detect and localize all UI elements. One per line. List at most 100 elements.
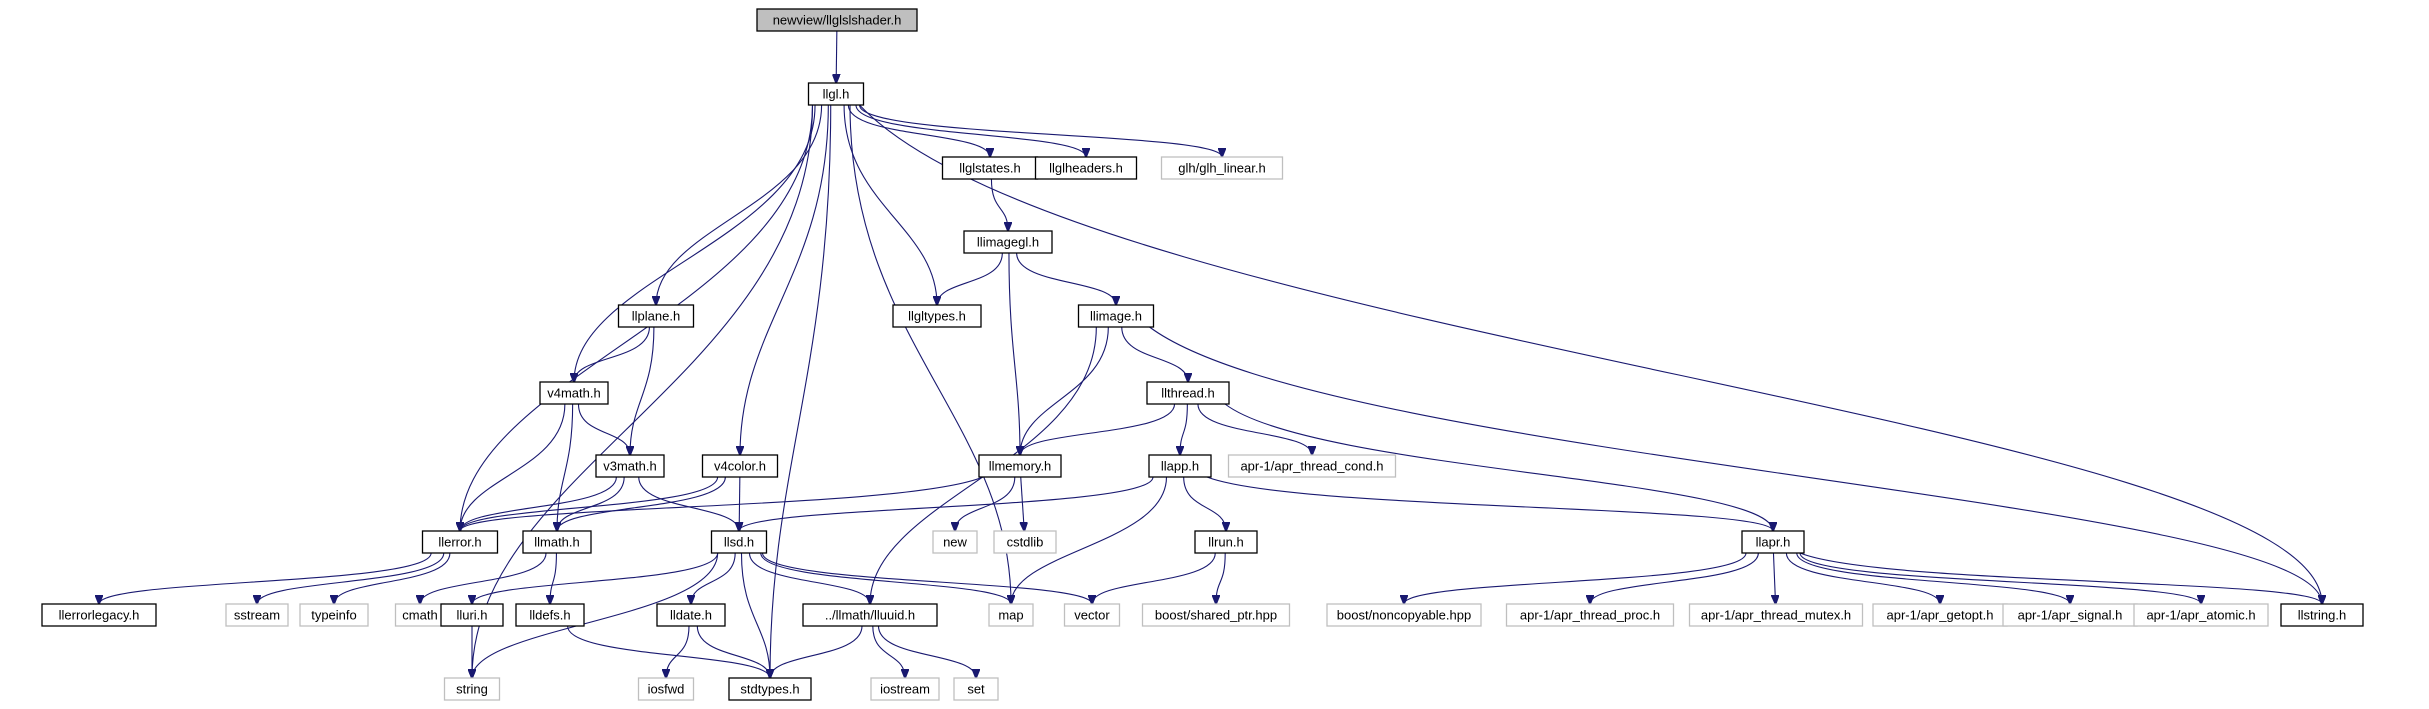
node-sharedptr[interactable]: boost/shared_ptr.hpp bbox=[1141, 603, 1291, 627]
node-box[interactable] bbox=[953, 677, 999, 701]
node-box[interactable] bbox=[515, 603, 585, 627]
node-vector[interactable]: vector bbox=[1063, 603, 1121, 627]
node-box[interactable] bbox=[1326, 603, 1482, 627]
node-box[interactable] bbox=[2133, 603, 2269, 627]
node-box[interactable] bbox=[637, 677, 695, 701]
node-box[interactable] bbox=[539, 381, 609, 405]
node-box[interactable] bbox=[802, 603, 938, 627]
node-box[interactable] bbox=[299, 603, 369, 627]
node-noncopyable[interactable]: boost/noncopyable.hpp bbox=[1326, 603, 1482, 627]
node-llapp[interactable]: llapp.h bbox=[1148, 454, 1212, 478]
node-box[interactable] bbox=[932, 530, 978, 554]
node-v4math[interactable]: v4math.h bbox=[539, 381, 609, 405]
node-box[interactable] bbox=[1146, 381, 1230, 405]
node-aprproc[interactable]: apr-1/apr_thread_proc.h bbox=[1505, 603, 1675, 627]
node-llimagegl[interactable]: llimagegl.h bbox=[963, 230, 1053, 254]
node-label: string bbox=[456, 682, 488, 697]
node-box[interactable] bbox=[617, 304, 695, 328]
node-label: lldate.h bbox=[670, 608, 712, 623]
node-llimage[interactable]: llimage.h bbox=[1077, 304, 1155, 328]
node-v3math[interactable]: v3math.h bbox=[595, 454, 665, 478]
node-llgltypes[interactable]: llgltypes.h bbox=[892, 304, 982, 328]
node-box[interactable] bbox=[993, 530, 1057, 554]
node-label: cstdlib bbox=[1007, 535, 1044, 550]
node-box[interactable] bbox=[421, 530, 499, 554]
node-typeinfo[interactable]: typeinfo bbox=[299, 603, 369, 627]
node-set[interactable]: set bbox=[953, 677, 999, 701]
node-label: map bbox=[998, 608, 1023, 623]
node-box[interactable] bbox=[440, 603, 504, 627]
node-box[interactable] bbox=[963, 230, 1053, 254]
node-box[interactable] bbox=[807, 82, 865, 106]
node-new[interactable]: new bbox=[932, 530, 978, 554]
node-string[interactable]: string bbox=[443, 677, 501, 701]
edge-llerror-to-typeinfo bbox=[334, 552, 451, 604]
node-box[interactable] bbox=[2280, 603, 2364, 627]
node-aprsignal[interactable]: apr-1/apr_signal.h bbox=[2002, 603, 2138, 627]
node-box[interactable] bbox=[595, 454, 665, 478]
node-box[interactable] bbox=[870, 677, 940, 701]
node-box[interactable] bbox=[1063, 603, 1121, 627]
node-llgl[interactable]: llgl.h bbox=[807, 82, 865, 106]
node-root[interactable]: newview/llglslshader.h bbox=[756, 8, 918, 32]
node-box[interactable] bbox=[988, 603, 1034, 627]
edge-lldate-to-iosfwd bbox=[666, 625, 690, 678]
node-llplane[interactable]: llplane.h bbox=[617, 304, 695, 328]
node-lldate[interactable]: lldate.h bbox=[656, 603, 726, 627]
node-llapr[interactable]: llapr.h bbox=[1741, 530, 1805, 554]
node-llmath[interactable]: llmath.h bbox=[522, 530, 592, 554]
node-lluri[interactable]: lluri.h bbox=[440, 603, 504, 627]
node-box[interactable] bbox=[656, 603, 726, 627]
node-llglstates[interactable]: llglstates.h bbox=[941, 156, 1039, 180]
node-box[interactable] bbox=[1227, 454, 1397, 478]
node-llerrorlegacy[interactable]: llerrorlegacy.h bbox=[41, 603, 157, 627]
node-llglheaders[interactable]: llglheaders.h bbox=[1034, 156, 1138, 180]
node-box[interactable] bbox=[978, 454, 1062, 478]
node-cstdlib[interactable]: cstdlib bbox=[993, 530, 1057, 554]
node-aprcond[interactable]: apr-1/apr_thread_cond.h bbox=[1227, 454, 1397, 478]
node-box[interactable] bbox=[1077, 304, 1155, 328]
node-aprgetopt[interactable]: apr-1/apr_getopt.h bbox=[1872, 603, 2008, 627]
node-aprmutex[interactable]: apr-1/apr_thread_mutex.h bbox=[1688, 603, 1864, 627]
node-box[interactable] bbox=[892, 304, 982, 328]
node-box[interactable] bbox=[701, 454, 779, 478]
node-llthread[interactable]: llthread.h bbox=[1146, 381, 1230, 405]
node-llmemory[interactable]: llmemory.h bbox=[978, 454, 1062, 478]
node-label: apr-1/apr_atomic.h bbox=[2146, 608, 2255, 623]
node-v4color[interactable]: v4color.h bbox=[701, 454, 779, 478]
node-box[interactable] bbox=[1194, 530, 1258, 554]
node-map[interactable]: map bbox=[988, 603, 1034, 627]
node-box[interactable] bbox=[1034, 156, 1138, 180]
node-sstream[interactable]: sstream bbox=[225, 603, 289, 627]
node-stdtypes[interactable]: stdtypes.h bbox=[728, 677, 812, 701]
node-cmath[interactable]: cmath bbox=[394, 603, 446, 627]
node-label: glh/glh_linear.h bbox=[1178, 161, 1265, 176]
node-llsd[interactable]: llsd.h bbox=[710, 530, 768, 554]
node-box[interactable] bbox=[41, 603, 157, 627]
node-box[interactable] bbox=[1688, 603, 1864, 627]
edge-lldate-to-stdtypes bbox=[696, 625, 770, 678]
node-box[interactable] bbox=[1148, 454, 1212, 478]
node-box[interactable] bbox=[1160, 156, 1284, 180]
node-iosfwd[interactable]: iosfwd bbox=[637, 677, 695, 701]
node-lluuid[interactable]: ../llmath/lluuid.h bbox=[802, 603, 938, 627]
node-iostream[interactable]: iostream bbox=[870, 677, 940, 701]
node-box[interactable] bbox=[710, 530, 768, 554]
node-llerror[interactable]: llerror.h bbox=[421, 530, 499, 554]
edge-llimagegl-to-llimage bbox=[1016, 252, 1116, 305]
node-box[interactable] bbox=[522, 530, 592, 554]
node-lldefs[interactable]: lldefs.h bbox=[515, 603, 585, 627]
edge-llthread-to-llapr bbox=[1224, 403, 1773, 531]
node-box[interactable] bbox=[728, 677, 812, 701]
node-box[interactable] bbox=[1141, 603, 1291, 627]
node-box[interactable] bbox=[1741, 530, 1805, 554]
node-llstring[interactable]: llstring.h bbox=[2280, 603, 2364, 627]
node-box[interactable] bbox=[443, 677, 501, 701]
node-box[interactable] bbox=[225, 603, 289, 627]
node-apratomic[interactable]: apr-1/apr_atomic.h bbox=[2133, 603, 2269, 627]
node-glh[interactable]: glh/glh_linear.h bbox=[1160, 156, 1284, 180]
node-llrun[interactable]: llrun.h bbox=[1194, 530, 1258, 554]
node-box[interactable] bbox=[756, 8, 918, 32]
node-box[interactable] bbox=[1505, 603, 1675, 627]
edge-llapp-to-llrun bbox=[1183, 476, 1226, 531]
